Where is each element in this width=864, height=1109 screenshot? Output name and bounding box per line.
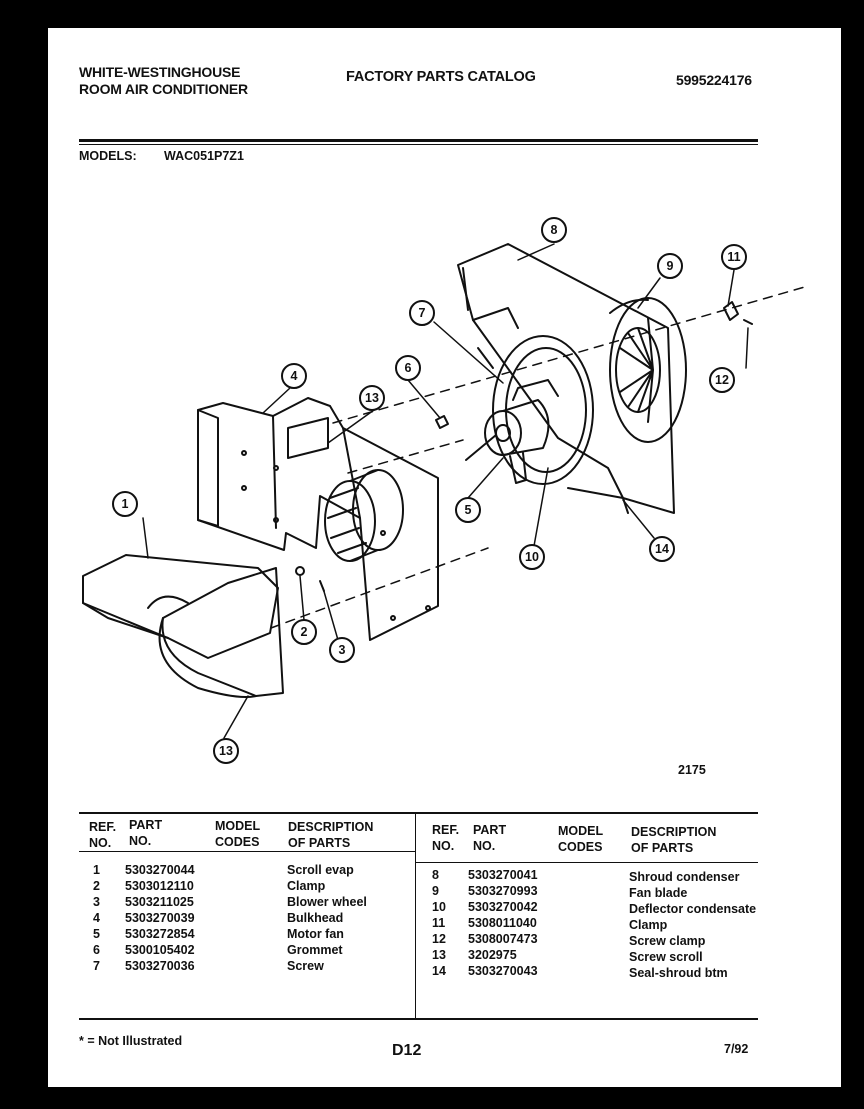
table-row: 8 [432,868,439,882]
table-row: 12 [432,932,446,946]
assembly-guide-lines [270,285,809,629]
callout-7: 7 [419,306,426,320]
footnote: * = Not Illustrated [79,1034,183,1048]
figure-number: 2175 [678,763,706,777]
table-row: 4 [93,911,100,925]
table-row: 5 [93,927,100,941]
screw-clamp-part-12 [743,319,753,325]
header-ref-right: REF.NO. [432,823,460,853]
table-row: 1 [93,863,100,877]
table-header-rule-right [416,862,758,863]
scroll-evap-part [82,554,279,659]
fan-blade-part [609,297,687,443]
callout-14: 14 [655,542,669,556]
catalog-page [48,28,841,1087]
model-number: WAC051P7Z1 [164,149,244,163]
table-header-rule-left [79,851,415,852]
left-part-column: 5303270044 5303012110 5303211025 5303270… [125,863,195,973]
table-top-rule [79,812,758,814]
models-label: MODELS: [79,149,137,163]
header-rule-thin [79,144,758,145]
callout-11: 11 [727,250,740,264]
exploded-parts-diagram: 8 9 11 12 7 6 13 4 1 2 3 5 10 14 13 [82,217,809,764]
clamp-part-11 [723,301,739,321]
table-row: 9 [432,884,439,898]
callout-8: 8 [551,223,558,237]
table-row: 10 [432,900,446,914]
shroud-condenser-part [457,243,675,514]
callout-3: 3 [339,643,346,657]
table-row: 13 [432,948,446,962]
table-row: 11 [432,916,446,930]
table-bottom-rule [79,1018,758,1020]
brand-line-2: ROOM AIR CONDITIONER [79,81,248,97]
motor-fan-part [465,379,559,484]
bulkhead-part [197,397,439,641]
right-part-column: 5303270041 5303270993 5303270042 5308011… [468,868,538,978]
left-desc-column: Scroll evap Clamp Blower wheel Bulkhead … [287,863,367,973]
catalog-title: FACTORY PARTS CATALOG [346,69,536,85]
right-ref-column: 8 9 10 11 12 13 14 [432,867,446,979]
callout-leader-lines [142,243,749,739]
callout-12: 12 [715,373,729,387]
table-row: 2 [93,879,100,893]
callout-circles [112,217,747,764]
grommet-part [435,415,449,429]
header-ref-left: REF.NO. [89,820,117,850]
callout-1: 1 [122,497,129,511]
brand-line-1: WHITE-WESTINGHOUSE [79,64,241,80]
table-row: 6 [93,943,100,957]
page-code: D12 [392,1042,422,1059]
callout-numbers: 8 9 11 12 7 6 13 4 1 2 3 5 10 14 13 [122,223,741,758]
table-row: 7 [93,959,100,973]
callout-5: 5 [465,503,472,517]
blower-wheel-part [324,469,404,562]
callout-13-bottom: 13 [219,744,233,758]
table-row: 14 [432,964,446,978]
callout-10: 10 [525,550,539,564]
catalog-number: 5995224176 [676,72,752,88]
table-row: 3 [93,895,100,909]
scroll-housing-part [158,566,325,698]
left-ref-column: 1 2 3 4 5 6 7 [93,862,100,974]
callout-2: 2 [301,625,308,639]
callout-4: 4 [291,369,298,383]
callout-13-top: 13 [365,391,379,405]
screw-part-7 [477,347,494,369]
header-rule-thick [79,139,758,142]
right-desc-column: Shroud condenser Fan blade Deflector con… [629,870,757,980]
revision-date: 7/92 [724,1042,749,1056]
callout-9: 9 [667,259,674,273]
table-divider [415,814,416,1018]
callout-6: 6 [405,361,412,375]
